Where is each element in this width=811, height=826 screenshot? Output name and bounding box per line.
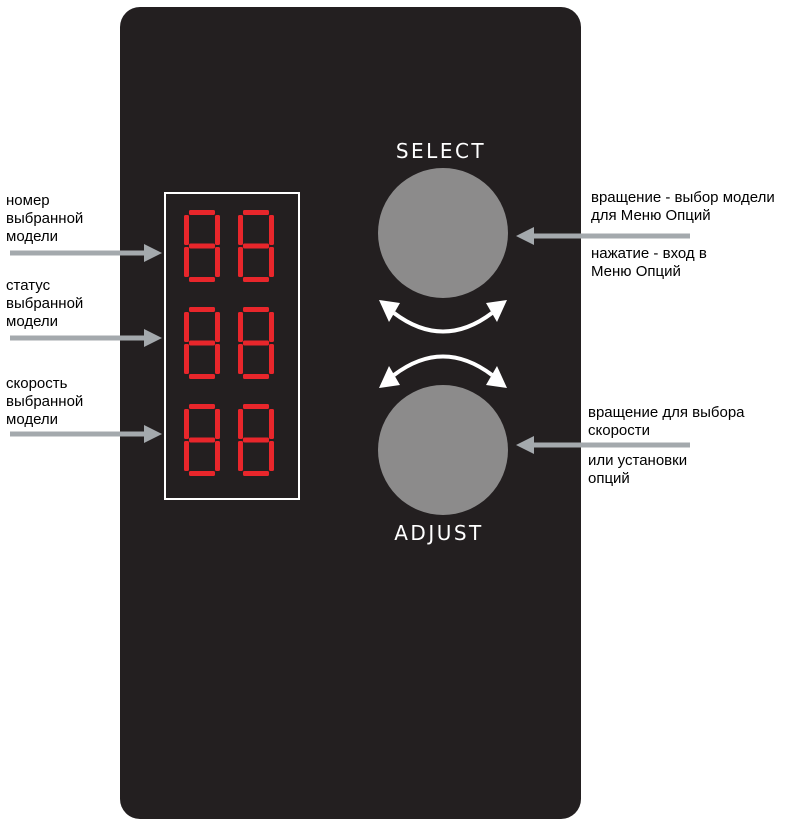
segment-r2-d0-c [215,441,220,471]
adjust-knob-label: ADJUST [394,521,484,545]
adjust-knob[interactable] [378,385,508,515]
segment-r2-d0-f [184,409,189,439]
select-knob[interactable] [378,168,508,298]
segment-r2-d0-b [215,409,220,439]
segment-r0-d1-b [269,215,274,245]
segment-r0-d0-b [215,215,220,245]
segment-r0-d1-g [243,243,269,249]
segment-r0-d1-f [238,215,243,245]
segment-r2-d1-g [243,437,269,443]
segment-r1-d1-a [243,307,269,312]
segment-r2-d0-e [184,441,189,471]
segment-r1-d0-f [184,312,189,342]
segment-r2-d1-a [243,404,269,409]
segment-r0-d0-f [184,215,189,245]
caption-adjust-set: или установки опций [588,452,688,487]
pointer-arrow-model-number [10,244,162,262]
segment-r2-d1-b [269,409,274,439]
led-digits [184,210,274,476]
pointer-arrow-adjust [516,436,690,454]
caption-select-press: нажатие - вход в Меню Опций [591,245,707,280]
segment-r2-d0-d [189,471,215,476]
pointer-arrow-model-status [10,329,162,347]
segment-r0-d0-e [184,247,189,277]
segment-r2-d0-g [189,437,215,443]
select-rotation-arrow [379,300,507,334]
pointer-arrow-model-speed [10,425,162,443]
select-knob-label: SELECT [395,139,487,163]
segment-r1-d0-g [189,340,215,346]
segment-r1-d0-e [184,344,189,374]
caption-model-status: статус выбранной модели [6,277,84,330]
segment-r1-d0-b [215,312,220,342]
segment-r0-d1-e [238,247,243,277]
segment-r2-d1-f [238,409,243,439]
control-panel [120,7,581,819]
segment-r0-d1-c [269,247,274,277]
segment-r1-d0-a [189,307,215,312]
pointer-arrow-select [516,227,690,245]
led-display [164,192,300,500]
adjust-rotation-arrow [379,354,507,388]
segment-r1-d1-d [243,374,269,379]
segment-r0-d0-c [215,247,220,277]
segment-r1-d0-d [189,374,215,379]
caption-model-speed: скорость выбранной модели [6,375,84,428]
caption-select-rotate: вращение - выбор модели для Меню Опций [591,189,775,224]
segment-r0-d1-d [243,277,269,282]
segment-r2-d1-c [269,441,274,471]
segment-r0-d0-a [189,210,215,215]
segment-r1-d1-b [269,312,274,342]
segment-r1-d0-c [215,344,220,374]
caption-adjust-rotate: вращение для выбора скорости [588,404,745,439]
segment-r0-d0-d [189,277,215,282]
segment-r1-d1-g [243,340,269,346]
segment-r2-d1-d [243,471,269,476]
segment-r1-d1-f [238,312,243,342]
segment-r1-d1-c [269,344,274,374]
segment-r2-d1-e [238,441,243,471]
segment-r0-d1-a [243,210,269,215]
segment-r1-d1-e [238,344,243,374]
segment-r2-d0-a [189,404,215,409]
segment-r0-d0-g [189,243,215,249]
caption-model-number: номер выбранной модели [6,192,84,245]
